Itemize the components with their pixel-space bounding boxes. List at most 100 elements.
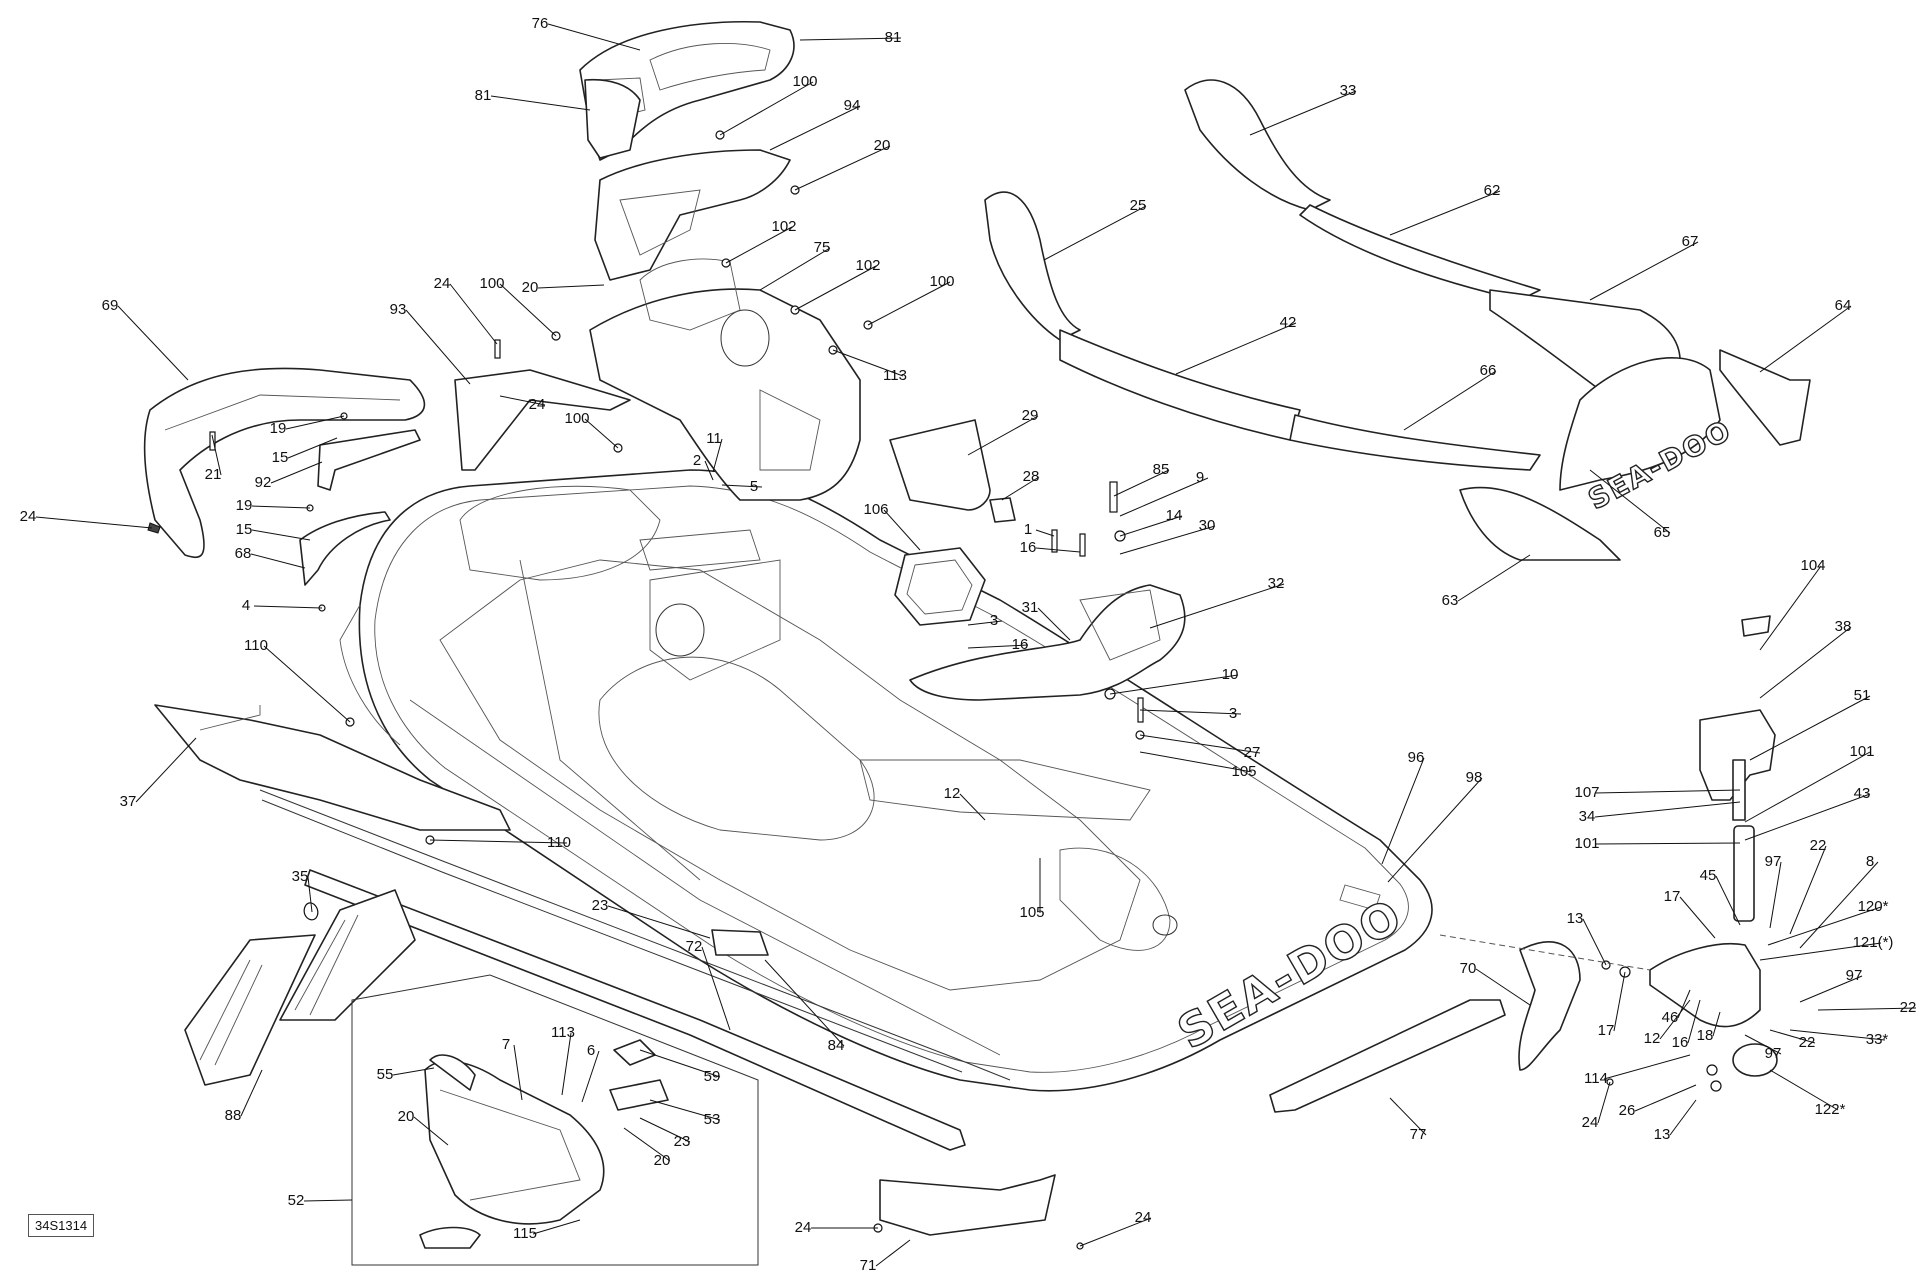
callout-c24f: 24: [1079, 1209, 1152, 1247]
seat-pad-25: [984, 191, 1081, 341]
callout-c20c: 20: [398, 1108, 449, 1146]
part-number-label: 77: [1410, 1126, 1427, 1143]
part-number-label: 24: [1135, 1209, 1152, 1226]
callout-c85: 85: [1113, 461, 1169, 497]
part-number-label: 25: [1130, 197, 1147, 214]
part-number-label: 84: [828, 1037, 845, 1054]
part-number-label: 66: [1480, 362, 1497, 379]
leader-line: [251, 505, 311, 509]
part-number-label: 2: [693, 452, 701, 469]
part-number-label: 105: [1019, 904, 1044, 921]
part-number-label: 102: [771, 218, 796, 235]
leader-line: [764, 959, 845, 1047]
leader-line: [1109, 674, 1239, 695]
part-number-label: 115: [513, 1225, 537, 1242]
leader-line: [1139, 751, 1253, 773]
callout-c43: 43: [1744, 785, 1871, 841]
reboarding-ladder-assembly: [1439, 615, 1778, 1092]
part-number-label: 13: [1654, 1126, 1671, 1143]
callout-c121: 121(*): [1759, 934, 1893, 961]
part-number-label: 6: [587, 1042, 595, 1059]
callout-c115: 115: [513, 1219, 581, 1242]
callout-c16a: 16: [1020, 539, 1081, 556]
leader-line: [1139, 709, 1242, 715]
leader-line: [1037, 607, 1071, 641]
part-number-label: 19: [270, 420, 287, 437]
leader-line: [1119, 515, 1183, 537]
callout-c101b: 101: [1574, 835, 1741, 852]
callout-c30: 30: [1119, 517, 1215, 555]
part-number-label: 97: [1846, 967, 1863, 984]
callout-c33s: 33*: [1789, 1029, 1888, 1048]
callout-c92: 92: [255, 461, 323, 491]
seat-pad-66: [1289, 414, 1541, 471]
leader-line: [1001, 476, 1040, 501]
part-number-label: 38: [1835, 618, 1852, 635]
callout-c100c: 100: [479, 275, 557, 337]
part-number-label: 5: [750, 478, 758, 495]
leader-line: [211, 434, 222, 476]
leader-line: [1603, 1054, 1691, 1080]
part-number-label: 14: [1166, 507, 1183, 524]
part-number-label: 100: [479, 275, 504, 292]
leader-line: [263, 645, 351, 723]
leader-line: [35, 516, 153, 529]
callout-c94: 94: [769, 97, 860, 151]
side-trim-bracket: [317, 429, 421, 491]
callout-c32: 32: [1149, 575, 1284, 629]
part-number-label: 10: [1222, 666, 1239, 683]
callout-c2: 2: [693, 452, 714, 481]
hull-contour: [259, 789, 1011, 1081]
part-number-label: 81: [475, 87, 492, 104]
callout-c96: 96: [1381, 749, 1425, 865]
leader-line: [1767, 906, 1882, 946]
callout-c22c: 22: [1769, 1029, 1815, 1051]
part-number-label: 110: [244, 637, 268, 654]
part-number-label: 43: [1854, 785, 1871, 802]
callout-c67: 67: [1589, 233, 1699, 301]
part-number-label: 52: [288, 1192, 305, 1209]
callout-c84: 84: [764, 959, 845, 1054]
leader-line: [135, 737, 197, 803]
part-number-label: 45: [1700, 867, 1717, 884]
part-number-label: 93: [390, 301, 407, 318]
callout-c42: 42: [1175, 314, 1296, 375]
leader-line: [1589, 241, 1699, 301]
leader-line: [429, 839, 568, 844]
part-number-label: 113: [883, 367, 907, 384]
leader-line: [1759, 942, 1882, 961]
leader-line: [1597, 1081, 1611, 1124]
callout-c105a: 105: [1139, 751, 1257, 780]
side-vent-panels: [184, 889, 416, 1086]
callout-c110a: 110: [244, 637, 351, 723]
callout-c18: 18: [1697, 1011, 1721, 1044]
part-number-label: 24: [20, 508, 37, 525]
callout-c12a: 12: [944, 785, 986, 821]
part-number-label: 24: [795, 1219, 812, 1236]
part-number-label: 71: [860, 1257, 877, 1274]
callout-c97a: 97: [1765, 853, 1782, 929]
callout-c55: 55: [377, 1066, 435, 1083]
leader-line: [405, 309, 471, 385]
leader-line: [1712, 1011, 1721, 1037]
leader-line: [967, 644, 1029, 649]
center-console: [589, 258, 861, 501]
callout-c114: 114: [1584, 1054, 1691, 1087]
part-number-label: 92: [255, 474, 272, 491]
callout-c22a: 22: [1789, 837, 1827, 935]
part-number-label: 26: [1619, 1102, 1636, 1119]
leader-line: [1769, 1069, 1839, 1111]
leader-line: [1403, 370, 1497, 431]
leader-line: [449, 283, 498, 345]
callout-c72: 72: [686, 938, 731, 1031]
leader-line: [867, 281, 951, 326]
part-number-label: 20: [874, 137, 891, 154]
leader-line: [561, 1032, 572, 1096]
part-number-label: 16: [1012, 636, 1029, 653]
leader-line: [1744, 1034, 1782, 1055]
part-number-label: 24: [1582, 1114, 1599, 1131]
callout-c24a: 24: [434, 275, 498, 345]
part-number-label: 17: [1664, 888, 1681, 905]
leader-line: [1744, 751, 1871, 823]
